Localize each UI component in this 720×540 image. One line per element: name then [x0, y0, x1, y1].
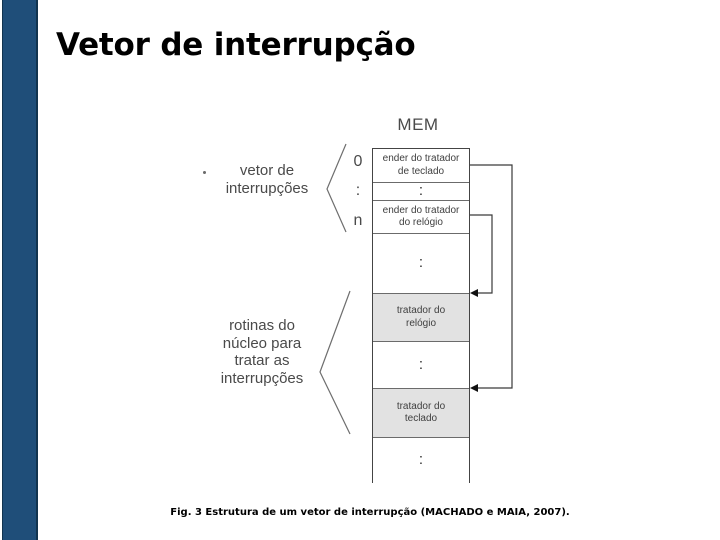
bullet-dot-icon	[203, 171, 206, 174]
memory-row: ender do tratador do relógio	[373, 201, 469, 234]
memory-row: tratador do relógio	[373, 294, 469, 342]
memory-row: :	[373, 342, 469, 389]
mem-label: MEM	[397, 115, 439, 134]
page-title: Vetor de interrupção	[56, 27, 416, 63]
memory-row: tratador do teclado	[373, 389, 469, 438]
pointer-arrows	[470, 164, 513, 392]
left-accent-bar	[2, 0, 38, 540]
routines-group-label: rotinas do núcleo para tratar as interru…	[220, 317, 304, 388]
index-label-middle: :	[355, 182, 361, 199]
memory-row: :	[373, 182, 469, 201]
memory-table: ender do tratador de teclado:ender do tr…	[372, 148, 470, 483]
index-label-last: n	[353, 212, 363, 229]
figure-caption: Fig. 3 Estrutura de um vetor de interrup…	[170, 507, 570, 518]
index-label-first: 0	[353, 153, 363, 170]
vector-group-label: vetor de interrupções	[225, 162, 309, 197]
vector-brace-icon	[326, 143, 347, 233]
memory-row: :	[373, 234, 469, 294]
routines-brace-icon	[319, 290, 351, 435]
memory-row: ender do tratador de teclado	[373, 149, 469, 183]
memory-row: :	[373, 438, 469, 483]
